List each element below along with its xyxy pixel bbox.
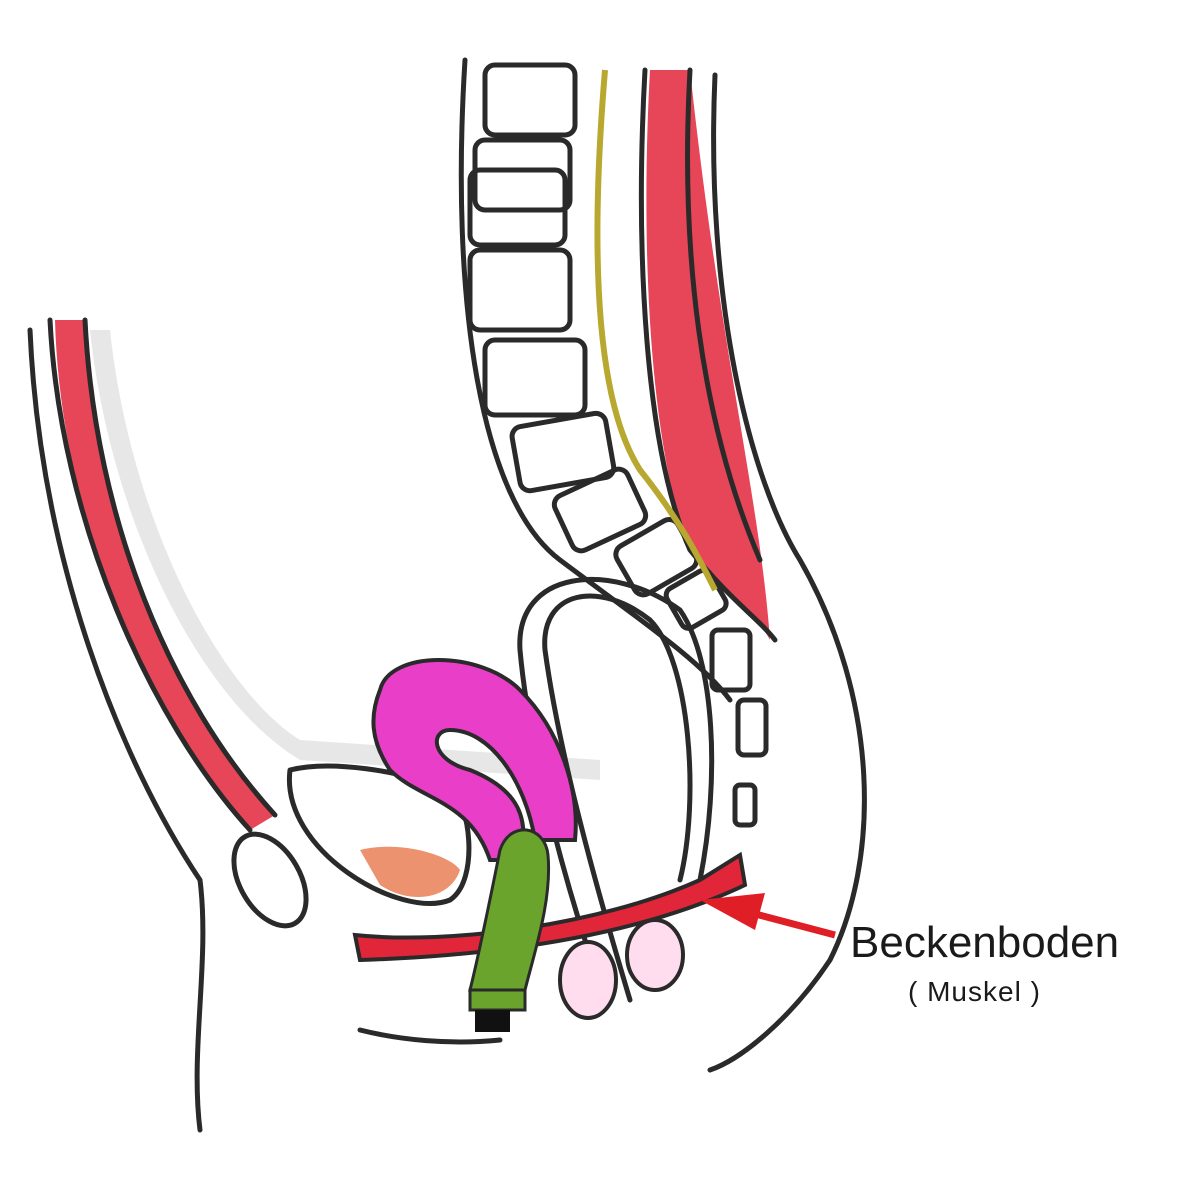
peritoneum-shading (90, 330, 600, 780)
gland-right (625, 918, 685, 992)
spinal-cord (594, 69, 718, 592)
uterus (371, 658, 578, 862)
bladder (287, 763, 472, 906)
pubic-bone (231, 831, 309, 929)
device-tip (475, 1010, 510, 1032)
device-base (468, 988, 527, 1012)
label-muskel: ( Muskel ) (908, 976, 1041, 1007)
urine (360, 846, 460, 897)
gland-left (558, 940, 618, 1020)
abdominal-muscle (55, 320, 275, 830)
label-beckenboden: Beckenboden (850, 918, 1120, 967)
spine (458, 57, 769, 828)
device (468, 828, 551, 992)
back-muscle (646, 70, 770, 640)
rectum (542, 593, 693, 1003)
pointer-arrow (700, 893, 836, 939)
